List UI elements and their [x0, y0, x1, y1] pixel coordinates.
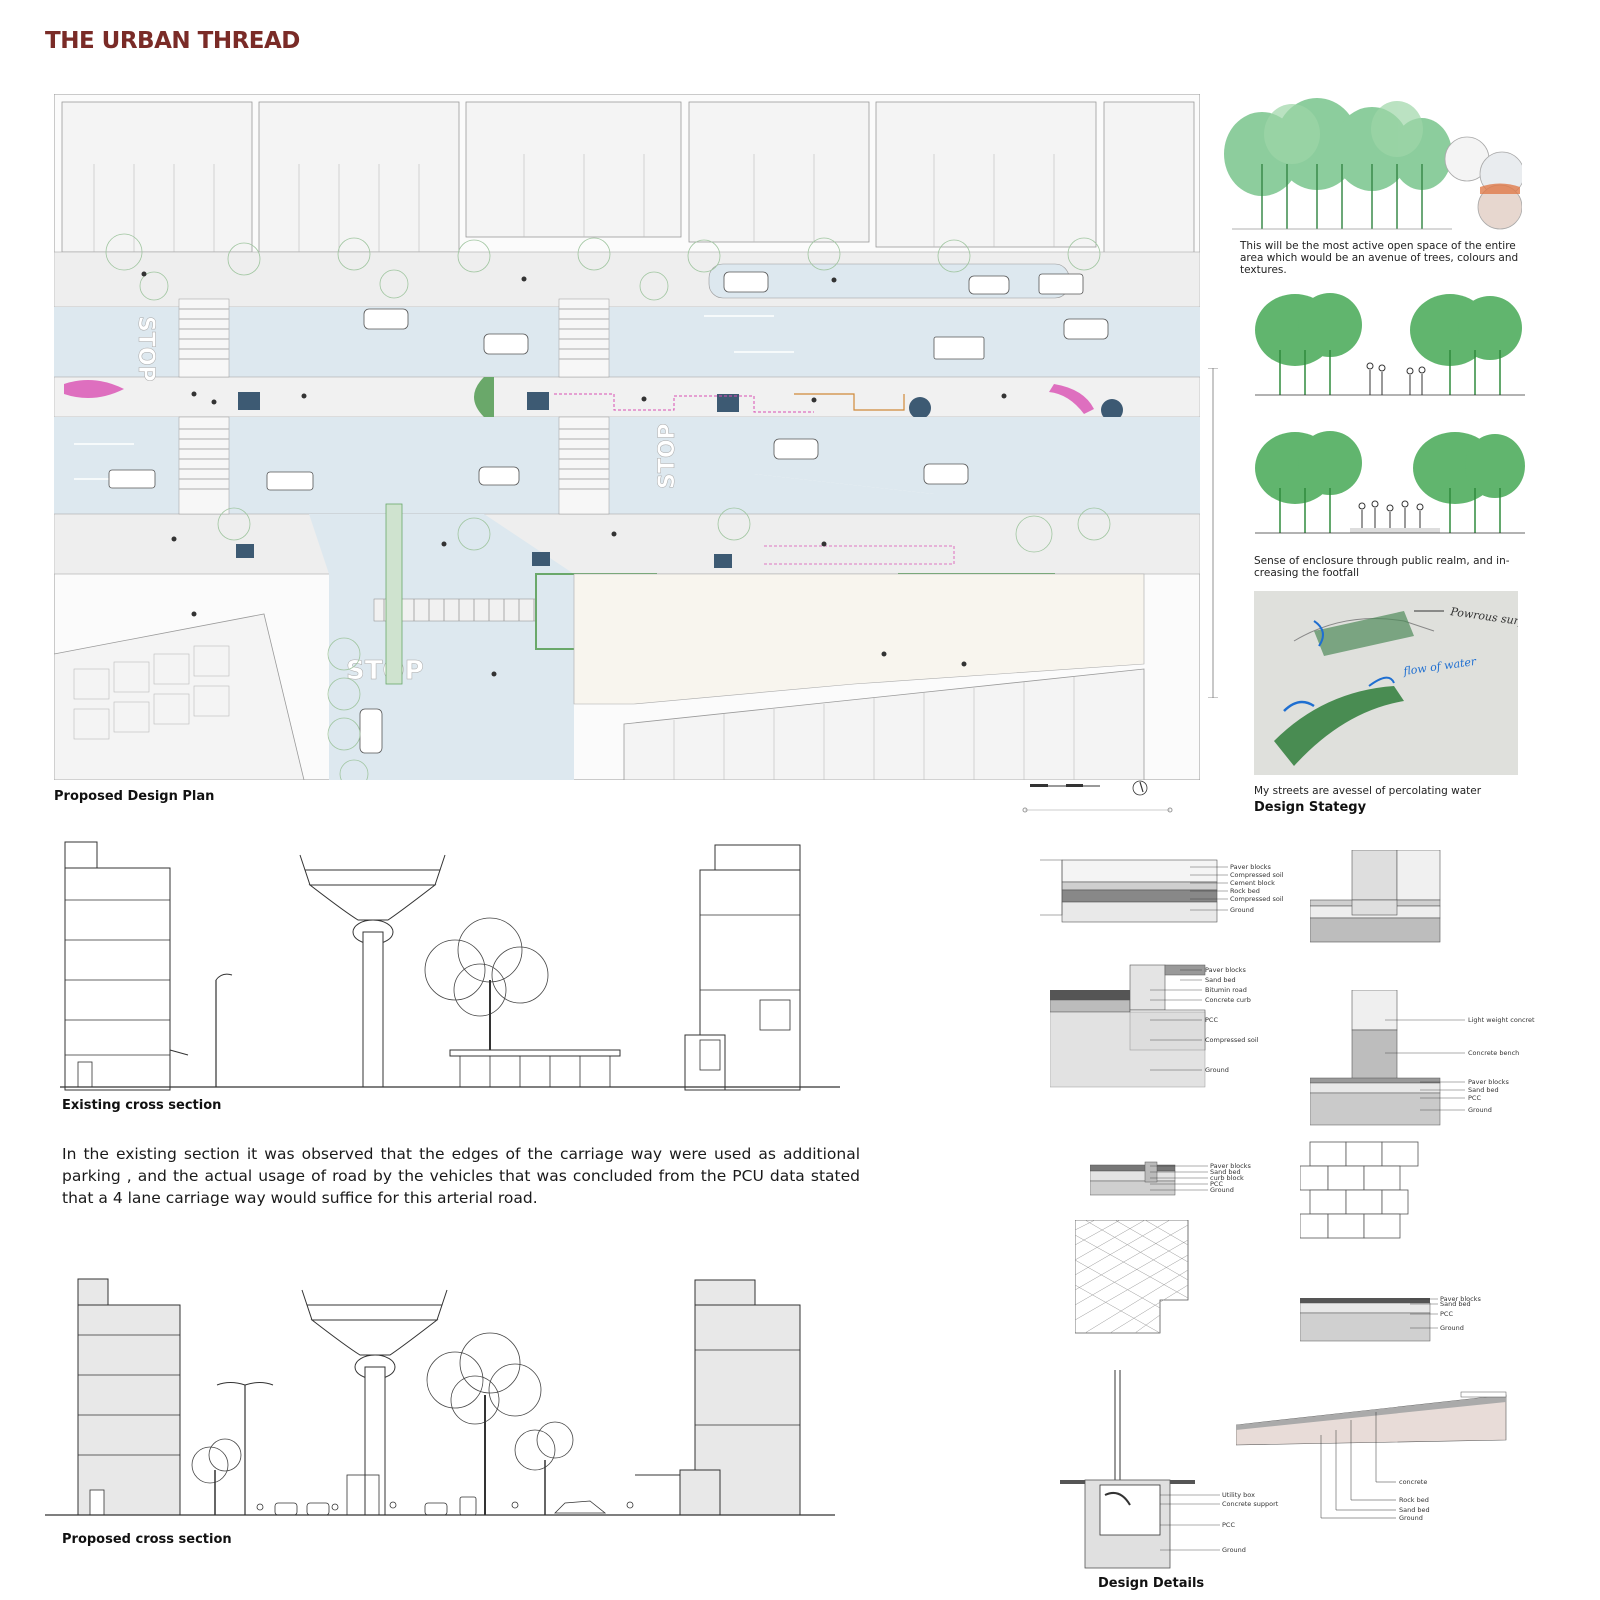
existing-section-drawing — [60, 841, 840, 1091]
stop-label-3: STOP — [346, 656, 424, 686]
detail-paving-layers: Paver blocks Compressed soil Cement bloc… — [1040, 859, 1284, 923]
d1-label-5: Compressed soil — [1230, 895, 1284, 903]
d3-label-1: Light weight concrete — [1468, 1016, 1535, 1024]
d7-label-1: concrete — [1399, 1478, 1427, 1486]
d2-label-4: Concrete curb — [1205, 996, 1251, 1004]
d1-label-6: Ground — [1230, 906, 1254, 914]
proposed-section-caption: Proposed cross section — [62, 1532, 232, 1547]
d3-label-3: Paver blocks — [1468, 1078, 1509, 1086]
strategy-note-2: Sense of enclosure through public realm,… — [1254, 555, 1510, 579]
page-title: THE URBAN THREAD — [45, 28, 300, 54]
d6-label-3: PCC — [1222, 1521, 1235, 1529]
d5-label-2: Sand bed — [1440, 1300, 1471, 1308]
d1-label-1: Paver blocks — [1230, 863, 1271, 871]
detail-stretcher-pattern — [1300, 1141, 1419, 1239]
detail-curb-block: Paver blocks Sand bed curb block PCC Gro… — [1090, 1161, 1251, 1196]
strategy-heading: Design Stategy — [1254, 800, 1367, 815]
plan-trees — [105, 233, 1111, 780]
strategy-note-3: My streets are avessel of percolating wa… — [1254, 785, 1482, 797]
strategy-tree-avenue — [1224, 98, 1522, 230]
d5-label-3: PCC — [1440, 1310, 1453, 1318]
scale-bar — [1022, 780, 1173, 813]
existing-section-caption: Existing cross section — [62, 1098, 222, 1113]
detail-herringbone-pattern — [1075, 1220, 1189, 1334]
stop-label-2: STOP — [655, 423, 680, 489]
d2-label-1: Paver blocks — [1205, 966, 1246, 974]
plan-caption: Proposed Design Plan — [54, 789, 215, 804]
detail-utility-box: Utility box Concrete support PCC Ground — [1060, 1370, 1279, 1569]
d3-label-5: PCC — [1468, 1094, 1481, 1102]
d6-label-1: Utility box — [1222, 1491, 1255, 1499]
d3-label-6: Ground — [1468, 1106, 1492, 1114]
d4-label-2: Sand bed — [1210, 1168, 1241, 1176]
strategy-enclosure-1 — [1255, 293, 1525, 396]
main-road-upper — [54, 307, 1200, 377]
design-plan-drawing: STOP STOP STOP — [54, 94, 1200, 780]
strategy-enclosure-2 — [1255, 431, 1525, 534]
d4-label-1: Paver blocks — [1210, 1162, 1251, 1170]
median — [54, 376, 1200, 418]
d4-label-3: curb block — [1210, 1174, 1244, 1182]
strategy-sketch: Powrous surface flow of water — [1254, 591, 1518, 775]
detail-slope: concrete Rock bed Sand bed Ground — [1236, 1391, 1507, 1522]
d6-label-4: Ground — [1222, 1546, 1246, 1554]
d3-label-4: Sand bed — [1468, 1086, 1499, 1094]
main-road-lower — [54, 417, 1200, 494]
lower-pavement — [54, 513, 1200, 575]
stop-label-1: STOP — [133, 316, 158, 382]
d4-label-5: Ground — [1210, 1186, 1234, 1194]
detail-curb: Paver blocks Sand bed Bitumin road Concr… — [1050, 964, 1259, 1088]
d6-label-2: Concrete support — [1222, 1500, 1279, 1508]
d2-label-7: Ground — [1205, 1066, 1229, 1074]
d5-label-4: Ground — [1440, 1324, 1464, 1332]
detail-column-base — [1310, 850, 1441, 943]
d7-label-4: Ground — [1399, 1514, 1423, 1522]
north-arrow-icon — [1132, 780, 1148, 796]
dimension-line — [1208, 368, 1218, 698]
d2-label-2: Sand bed — [1205, 976, 1236, 984]
d5-label-1: Paver blocks — [1440, 1295, 1481, 1303]
d1-label-2: Compressed soil — [1230, 871, 1284, 879]
d2-label-6: Compressed soil — [1205, 1036, 1259, 1044]
zebra-crossings — [178, 298, 610, 515]
d2-label-5: PCC — [1205, 1016, 1218, 1024]
d3-label-2: Concrete bench — [1468, 1049, 1519, 1057]
section-description: In the existing section it was observed … — [62, 1145, 860, 1207]
d7-label-2: Rock bed — [1399, 1496, 1429, 1504]
d7-label-3: Sand bed — [1399, 1506, 1430, 1514]
details-heading: Design Details — [1098, 1576, 1205, 1591]
proposed-section-drawing — [45, 1278, 835, 1516]
detail-paver-layers: Paver blocks Sand bed PCC Ground — [1300, 1295, 1481, 1342]
d1-label-3: Cement block — [1230, 879, 1275, 887]
d4-label-4: PCC — [1210, 1180, 1223, 1188]
d1-label-4: Rock bed — [1230, 887, 1260, 895]
top-buildings — [61, 101, 1195, 263]
strategy-note-1: This will be the most active open space … — [1240, 240, 1519, 276]
detail-bench: Light weight concrete Concrete bench Pav… — [1310, 990, 1535, 1126]
d2-label-3: Bitumin road — [1205, 986, 1247, 994]
